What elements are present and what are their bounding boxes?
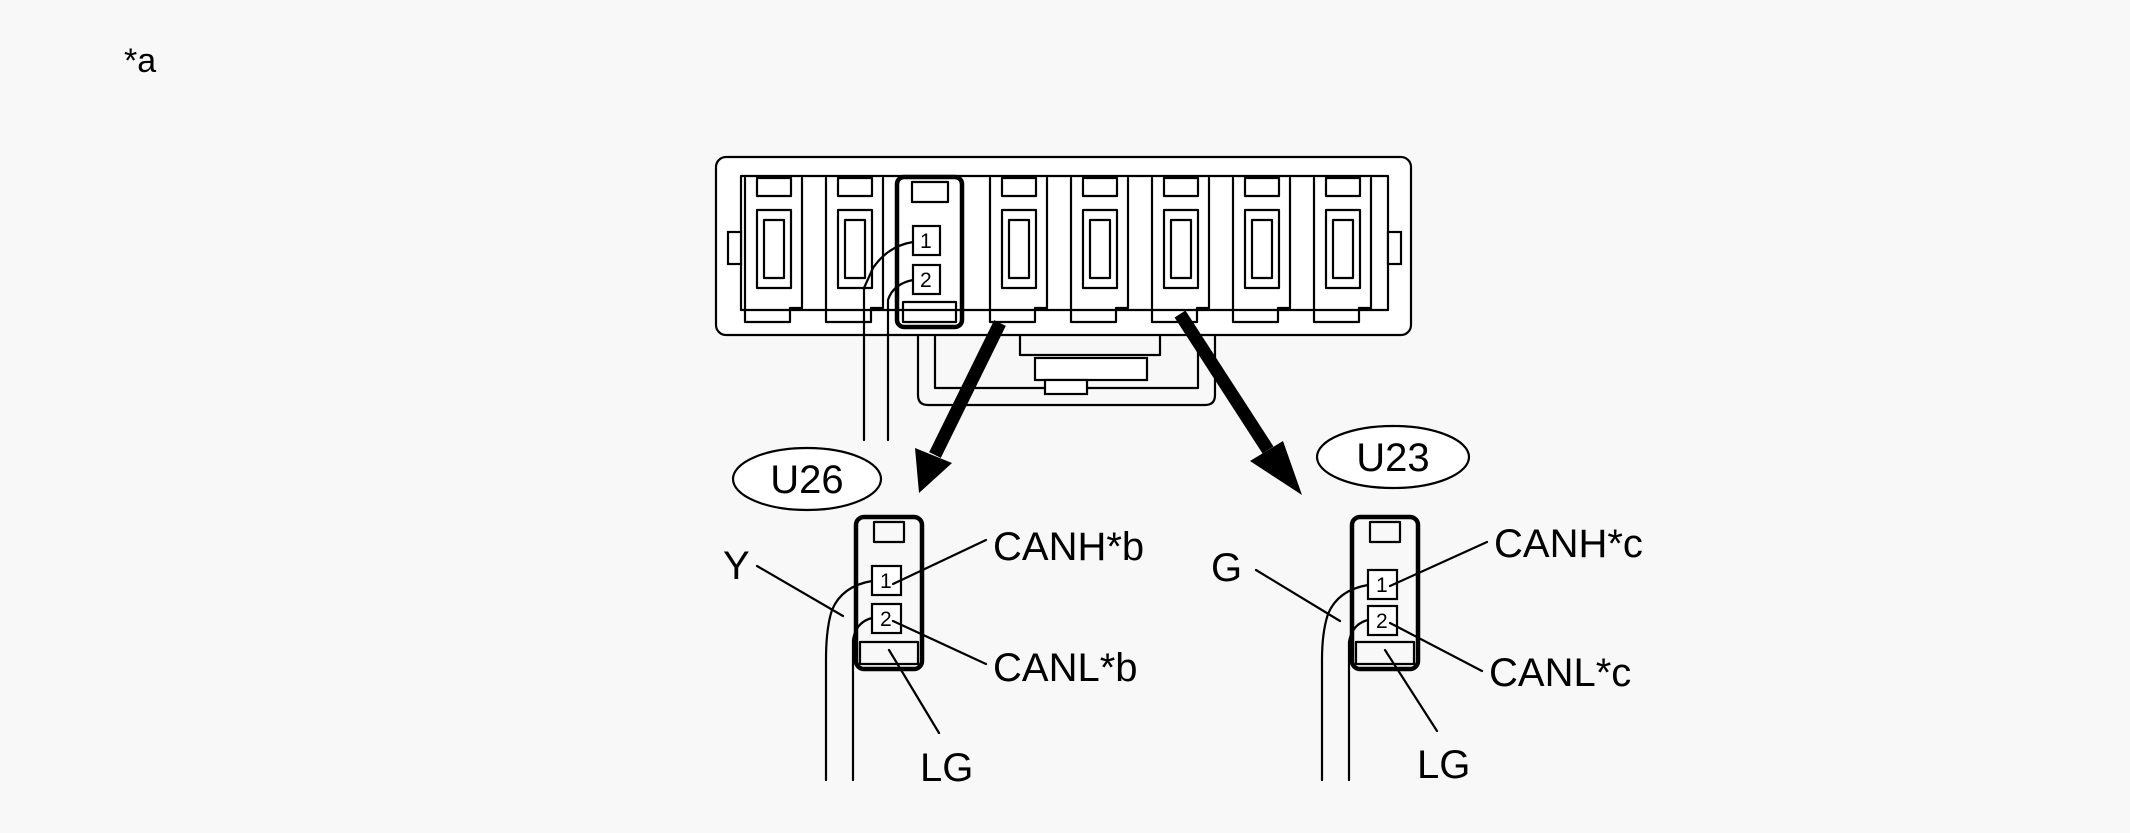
main-wire-2 [886,278,915,442]
u26-wire-2-color: LG [920,746,973,790]
u23-pin-1: 1 [1376,574,1388,597]
connector-id-u23: U23 [1356,436,1429,480]
note-label: *a [124,42,156,80]
connector-id-badge: U23 [1315,424,1471,490]
u26-pin-2-signal: CANL*b [993,646,1138,690]
main-connector-cavity [1231,176,1292,324]
u23-pin-2: 2 [1376,610,1388,633]
u23-wire-1-color: G [1211,546,1242,590]
main-pin-2-box [911,263,942,296]
connector-u26: U26 1 2 Y CANH*b CANL*b LG [723,446,1144,790]
main-connector-cavity [988,176,1049,324]
main-connector-cavity [824,176,885,324]
connector-id-badge: U26 [731,446,883,512]
u26-pin-1-signal: CANH*b [993,525,1144,569]
connector-id-u26: U26 [770,458,843,502]
connector-u23: U23 1 2 G CANH*c CANL*c LG [1211,424,1643,787]
u26-pin-2: 2 [880,608,892,631]
main-wire-1 [862,240,915,442]
main-connector-cavity [1312,176,1373,324]
u23-wire-2-color: LG [1417,743,1470,787]
main-junction-connector: 1 2 [714,155,1413,442]
u23-pin-1-signal: CANH*c [1494,522,1643,566]
main-connector-cavity [1069,176,1130,324]
main-pin-2: 2 [920,269,932,292]
main-pin-1: 1 [920,230,932,253]
arrow-to-u23 [1174,310,1302,495]
main-connector-cavity [743,176,804,324]
u26-pin-1: 1 [880,570,892,593]
u26-wire-1-color: Y [723,544,750,588]
u23-pin-2-signal: CANL*c [1489,651,1631,695]
main-pin-1-box [911,224,942,257]
arrow-to-u26 [915,320,1006,493]
main-connector-occupied-cavity: 1 2 [894,174,965,330]
main-connector-cavity [1150,176,1211,324]
